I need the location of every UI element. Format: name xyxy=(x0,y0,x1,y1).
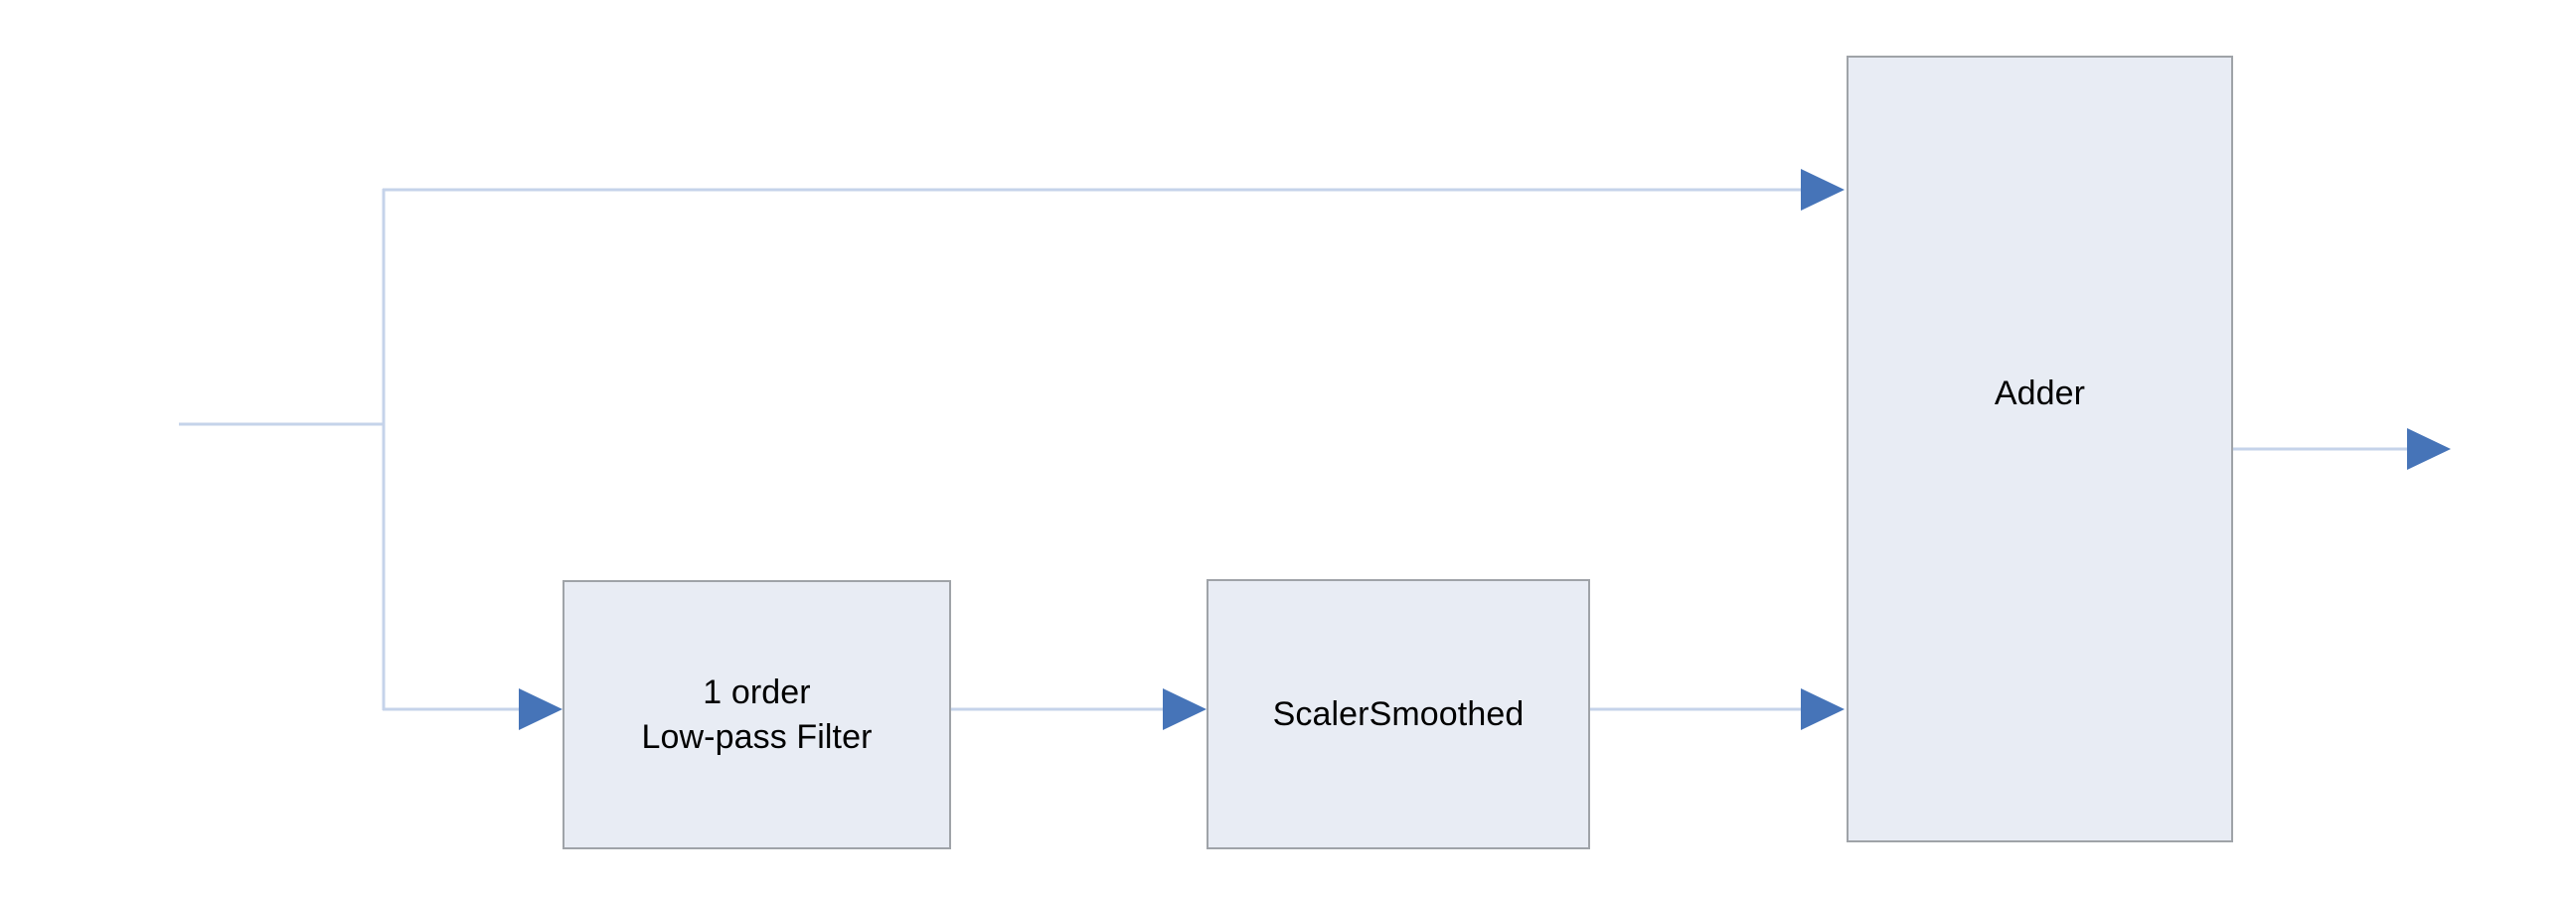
arrowhead-branch-to-lowpass xyxy=(519,688,563,730)
arrowhead-scaler-to-adder xyxy=(1801,688,1845,730)
block-scaler-smoothed-label: ScalerSmoothed xyxy=(1272,694,1525,733)
block-low-pass-filter-label: 1 order Low-pass Filter xyxy=(641,674,873,756)
block-scaler-smoothed[interactable]: ScalerSmoothed xyxy=(1207,579,1590,849)
block-adder-label: Adder xyxy=(1994,374,2086,412)
arrowhead-lowpass-to-scaler xyxy=(1163,688,1207,730)
arrowhead-adder-output xyxy=(2407,428,2451,470)
arrowhead-feedforward-top xyxy=(1801,169,1845,211)
block-low-pass-filter[interactable]: 1 order Low-pass Filter xyxy=(563,580,951,849)
block-adder[interactable]: Adder xyxy=(1847,56,2233,842)
